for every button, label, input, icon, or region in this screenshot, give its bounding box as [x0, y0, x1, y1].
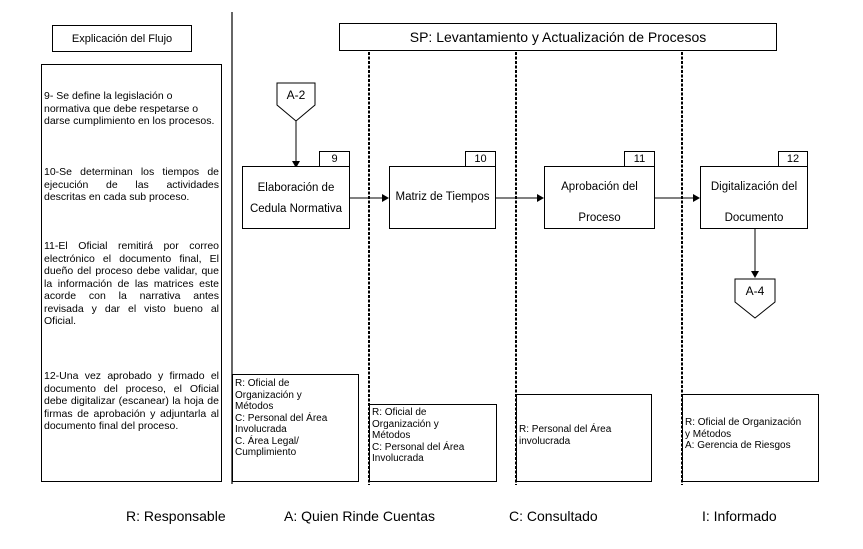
raci-line: Métodos [372, 430, 411, 441]
raci-step12: R: Oficial de Organización y Métodos A: … [685, 417, 817, 452]
process-header-box: SP: Levantamiento y Actualización de Pro… [339, 23, 777, 51]
raci-step10: R: Oficial de Organización y Métodos C: … [372, 407, 495, 465]
arrow-head [382, 194, 389, 202]
step-11-box: Aprobación del Proceso [544, 166, 655, 229]
raci-line: C: Personal del Área [372, 441, 465, 453]
raci-line: R: Personal del Área [519, 424, 612, 435]
step-number-9: 9 [319, 151, 350, 166]
arrow-head [292, 161, 300, 168]
raci-line: Métodos [235, 401, 274, 412]
process-header-title: SP: Levantamiento y Actualización de Pro… [409, 29, 707, 45]
step-11-label-line: Aprobación del [561, 181, 638, 193]
raci-step9-box [232, 374, 359, 482]
raci-line: Involucrada [372, 453, 424, 464]
legend-responsible: R: Responsable [126, 508, 226, 524]
connector-a4-label: A-4 [745, 284, 765, 298]
step-9-box: Elaboración de Cedula Normativa [242, 166, 350, 229]
raci-line: Organización y [372, 418, 439, 430]
step-number-10: 10 [465, 151, 496, 166]
explanation-step9: 9- Se define la legislación o normativa … [44, 90, 215, 127]
raci-line: y Métodos [685, 428, 732, 440]
flow-explanation-title-box: Explicación del Flujo [52, 25, 192, 52]
legend-informed: I: Informado [702, 508, 777, 524]
connector-a2-label: A-2 [286, 88, 306, 102]
flow-explanation-title: Explicación del Flujo [71, 33, 173, 45]
raci-line: R: Oficial de [372, 407, 427, 418]
raci-step9: R: Oficial de Organización y Métodos C: … [235, 378, 357, 459]
raci-line: Cumplimiento [235, 447, 297, 458]
raci-step10-box [369, 404, 497, 482]
step-9-label: Elaboración de Cedula Normativa [243, 178, 349, 220]
step-number-11: 11 [624, 151, 655, 166]
raci-line: involucrada [519, 435, 571, 447]
step-number-12: 12 [778, 151, 808, 166]
connector-a4-shape [734, 278, 776, 319]
step-9-label-line: Elaboración de [257, 182, 335, 194]
raci-step11: R: Personal del Área involucrada [519, 424, 649, 447]
arrow-head [537, 194, 544, 202]
raci-line: R: Oficial de Organización [685, 417, 802, 428]
raci-step12-box [682, 394, 819, 482]
step-10-box: Matriz de Tiempos [389, 166, 496, 229]
raci-line: R: Oficial de [235, 378, 290, 389]
step-12-label-line: Digitalización del [710, 181, 798, 193]
raci-line: A: Gerencia de Riesgos [685, 440, 791, 451]
explanation-step11: 11-El Oficial remitirá por correo electr… [44, 240, 219, 327]
raci-line: Involucrada [235, 424, 287, 435]
raci-line: C. Área Legal/ [235, 435, 299, 447]
step-12-label-line: Documento [724, 212, 784, 224]
step-11-label-line: Proceso [578, 212, 621, 224]
explanation-step10: 10-Se determinan los tiempos de ejecució… [44, 166, 219, 203]
step-12-label: Digitalización del Documento [701, 172, 807, 234]
step-12-box: Digitalización del Documento [700, 166, 808, 229]
connector-a2-shape [276, 82, 316, 122]
legend-consulted: C: Consultado [509, 508, 598, 524]
step-10-label: Matriz de Tiempos [395, 191, 490, 203]
raci-line: Organización y [235, 389, 302, 401]
step-9-label-line: Cedula Normativa [249, 203, 343, 215]
arrow-head [693, 194, 700, 202]
legend-accountable: A: Quien Rinde Cuentas [284, 508, 435, 524]
step-11-label: Aprobación del Proceso [545, 172, 654, 234]
explanation-step12: 12-Una vez aprobado y firmado el documen… [44, 370, 219, 432]
flow-explanation-box [41, 64, 222, 482]
raci-line: C: Personal del Área [235, 412, 328, 424]
arrow-head [751, 271, 759, 278]
raci-step11-box [516, 394, 652, 482]
